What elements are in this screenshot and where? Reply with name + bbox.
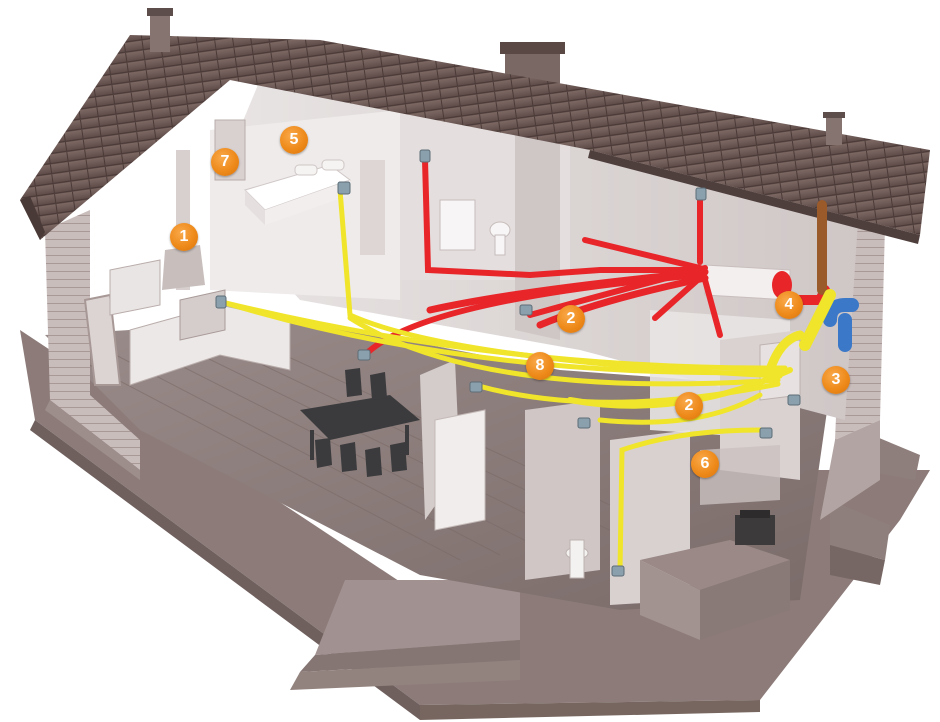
supply-ducts <box>219 187 805 573</box>
marker-4[interactable]: 4 <box>775 291 803 319</box>
duct-terminals <box>215 149 801 577</box>
roof <box>20 8 930 244</box>
marker-7[interactable]: 7 <box>211 148 239 176</box>
left-exterior-wall <box>45 210 140 480</box>
front-steps <box>290 430 920 690</box>
toilet-lower <box>565 539 589 579</box>
marker-1[interactable]: 1 <box>170 223 198 251</box>
marker-3[interactable]: 3 <box>822 366 850 394</box>
sauna <box>640 445 790 640</box>
outdoor-ducts <box>799 200 859 352</box>
marker-6[interactable]: 6 <box>691 450 719 478</box>
kitchen <box>109 150 291 386</box>
marker-8[interactable]: 8 <box>526 352 554 380</box>
marker-2-extract[interactable]: 2 <box>557 305 585 333</box>
marker-5[interactable]: 5 <box>280 126 308 154</box>
dining-set <box>300 368 420 477</box>
marker-2-supply[interactable]: 2 <box>675 392 703 420</box>
